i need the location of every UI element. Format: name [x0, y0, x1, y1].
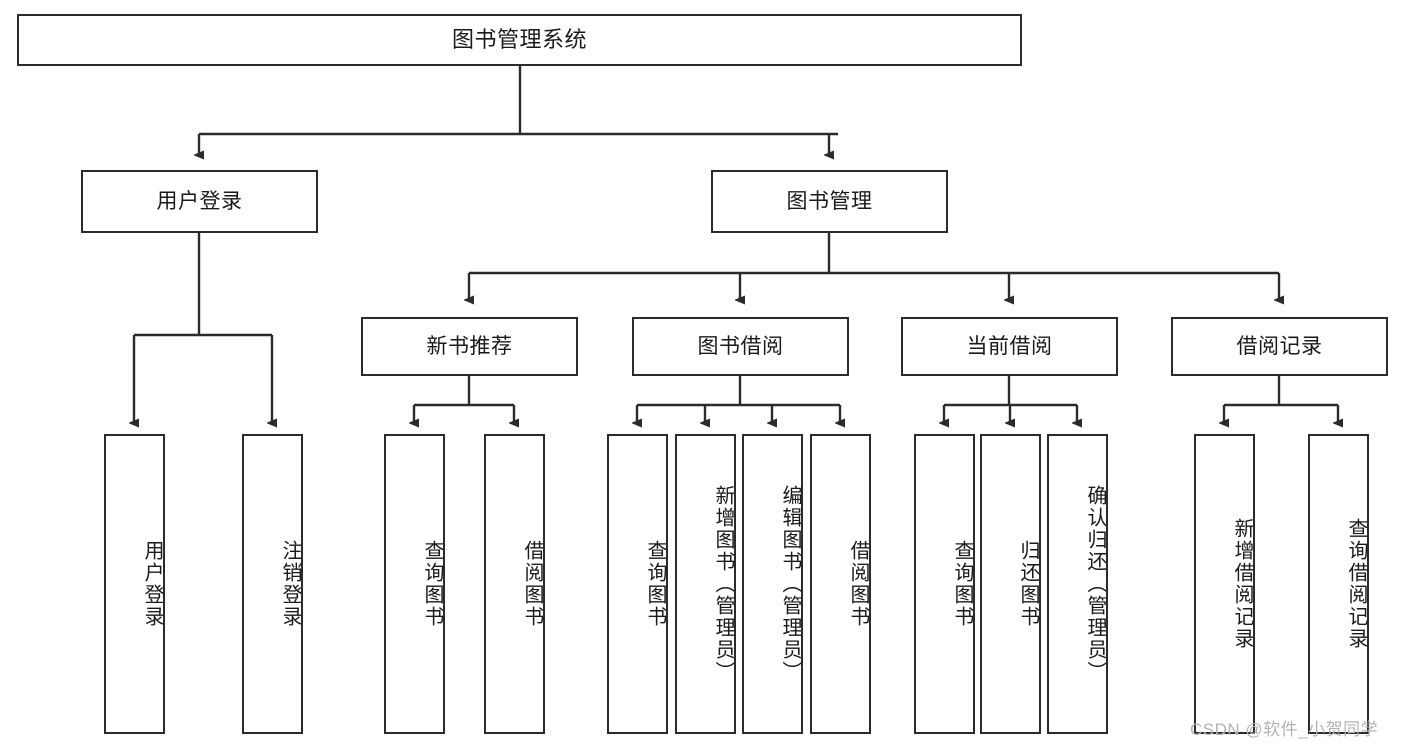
leaf-new-book-query-book[interactable]: 查询图书	[384, 434, 445, 734]
leaf-current-borrow-return-book[interactable]: 归还图书	[980, 434, 1041, 734]
node-book-management[interactable]: 图书管理	[711, 170, 948, 233]
leaf-book-borrow-edit-book-admin[interactable]: 编辑图书（管理员）	[742, 434, 803, 734]
node-borrow-record[interactable]: 借阅记录	[1171, 317, 1388, 376]
leaf-borrow-record-add-record[interactable]: 新增借阅记录	[1194, 434, 1255, 734]
leaf-user-login-login[interactable]: 用户登录	[104, 434, 165, 734]
leaf-book-borrow-query-book[interactable]: 查询图书	[607, 434, 668, 734]
leaf-book-borrow-add-book-admin[interactable]: 新增图书（管理员）	[675, 434, 736, 734]
node-book-borrow[interactable]: 图书借阅	[632, 317, 849, 376]
leaf-borrow-record-query-record[interactable]: 查询借阅记录	[1308, 434, 1369, 734]
leaf-current-borrow-query-book[interactable]: 查询图书	[914, 434, 975, 734]
watermark-text: CSDN @软件_小贺同学	[1190, 720, 1379, 739]
leaf-user-login-logout[interactable]: 注销登录	[242, 434, 303, 734]
leaf-new-book-borrow-book[interactable]: 借阅图书	[484, 434, 545, 734]
node-user-login[interactable]: 用户登录	[81, 170, 318, 233]
node-current-borrow[interactable]: 当前借阅	[901, 317, 1118, 376]
leaf-current-borrow-confirm-return-admin[interactable]: 确认归还（管理员）	[1047, 434, 1108, 734]
node-root-system[interactable]: 图书管理系统	[17, 14, 1022, 66]
leaf-book-borrow-borrow-book[interactable]: 借阅图书	[810, 434, 871, 734]
node-new-book-recommend[interactable]: 新书推荐	[361, 317, 578, 376]
